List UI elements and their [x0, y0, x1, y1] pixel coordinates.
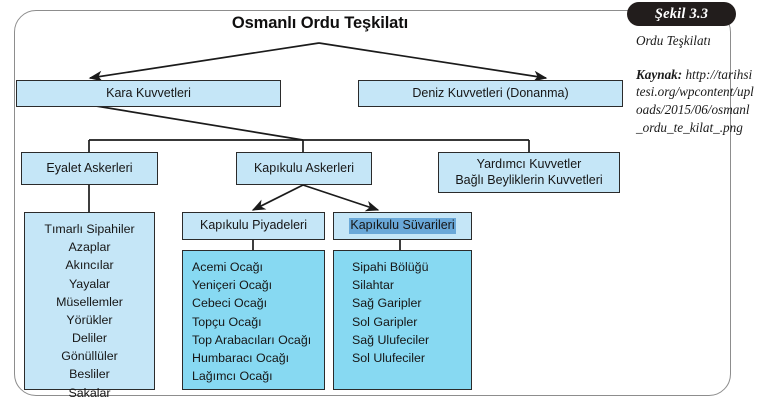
node-eyalet-askerleri[interactable]: Eyalet Askerleri — [21, 152, 158, 185]
node-label: Kapıkulu Piyadeleri — [199, 218, 307, 233]
list-item: Sakalar — [68, 385, 111, 400]
node-deniz-kuvvetleri[interactable]: Deniz Kuvvetleri (Donanma) — [358, 80, 623, 107]
list-item: Sol Garipler — [352, 314, 418, 329]
list-item: Topçu Ocağı — [192, 314, 262, 329]
list-item: Yayalar — [68, 276, 111, 291]
list-item: Yeniçeri Ocağı — [192, 278, 273, 293]
list-item: Sağ Ulufeciler — [352, 332, 430, 347]
node-label: Kapıkulu Askerleri — [253, 160, 355, 175]
list-item: Sağ Garipler — [352, 296, 422, 311]
list-item: Azaplar — [68, 240, 111, 255]
node-label-selected: Kapıkulu Süvarileri — [349, 218, 456, 234]
node-kapikulu-piyadeleri[interactable]: Kapıkulu Piyadeleri — [182, 212, 325, 240]
node-label: Eyalet Askerleri — [46, 160, 133, 175]
list-item: Silahtar — [352, 278, 395, 293]
node-label-line1: Yardımcı Kuvvetler — [476, 156, 582, 171]
node-kara-kuvvetleri[interactable]: Kara Kuvvetleri — [16, 80, 281, 107]
list-item: Tımarlı Sipahiler — [44, 222, 135, 236]
list-item: Akıncılar — [65, 258, 114, 273]
list-item: Besliler — [69, 367, 110, 382]
list-kapikulu-piyadeleri[interactable]: Acemi Ocağı Yeniçeri Ocağı Cebeci Ocağı … — [182, 250, 325, 390]
node-kapikulu-askerleri[interactable]: Kapıkulu Askerleri — [236, 152, 372, 185]
list-item: Humbaracı Ocağı — [192, 350, 290, 365]
node-yardimci-kuvvetler[interactable]: Yardımcı Kuvvetler Bağlı Beyliklerin Kuv… — [438, 152, 620, 193]
list-item: Sipahi Bölüğü — [352, 260, 429, 274]
list-item: Sol Ulufeciler — [352, 350, 425, 365]
list-item: Müsellemler — [56, 294, 123, 309]
list-item: Cebeci Ocağı — [192, 296, 268, 311]
list-item: Yörükler — [66, 312, 113, 327]
list-item: Gönüllüler — [61, 349, 118, 364]
figure-source-url: http://tarihsitesi.org/wpcontent/uploads… — [636, 66, 754, 135]
node-label: Deniz Kuvvetleri (Donanma) — [412, 85, 569, 100]
figure-caption-title: Ordu Teşkilatı — [636, 33, 711, 48]
list-item: Lağımcı Ocağı — [192, 369, 273, 384]
figure-source: Kaynak: http://tarihsitesi.org/wpcontent… — [636, 66, 754, 137]
diagram-title: Osmanlı Ordu Teşkilatı — [231, 14, 409, 32]
figure-caption-column: Ordu Teşkilatı Kaynak: http://tarihsites… — [636, 32, 754, 136]
node-label-line2: Bağlı Beyliklerin Kuvvetleri — [455, 172, 603, 187]
node-label: Kara Kuvvetleri — [106, 85, 191, 100]
list-kapikulu-suvarileri[interactable]: Sipahi Bölüğü Silahtar Sağ Garipler Sol … — [333, 250, 472, 390]
list-item: Top Arabacıları Ocağı — [192, 332, 312, 347]
figure-source-label: Kaynak: — [636, 66, 683, 82]
node-kapikulu-suvarileri[interactable]: Kapıkulu Süvarileri — [333, 212, 472, 240]
list-eyalet-askerleri[interactable]: Tımarlı Sipahiler Azaplar Akıncılar Yaya… — [24, 212, 155, 400]
list-item: Acemi Ocağı — [192, 260, 263, 274]
figure-badge: Şekil 3.3 — [627, 2, 736, 26]
list-item: Deliler — [71, 331, 108, 346]
